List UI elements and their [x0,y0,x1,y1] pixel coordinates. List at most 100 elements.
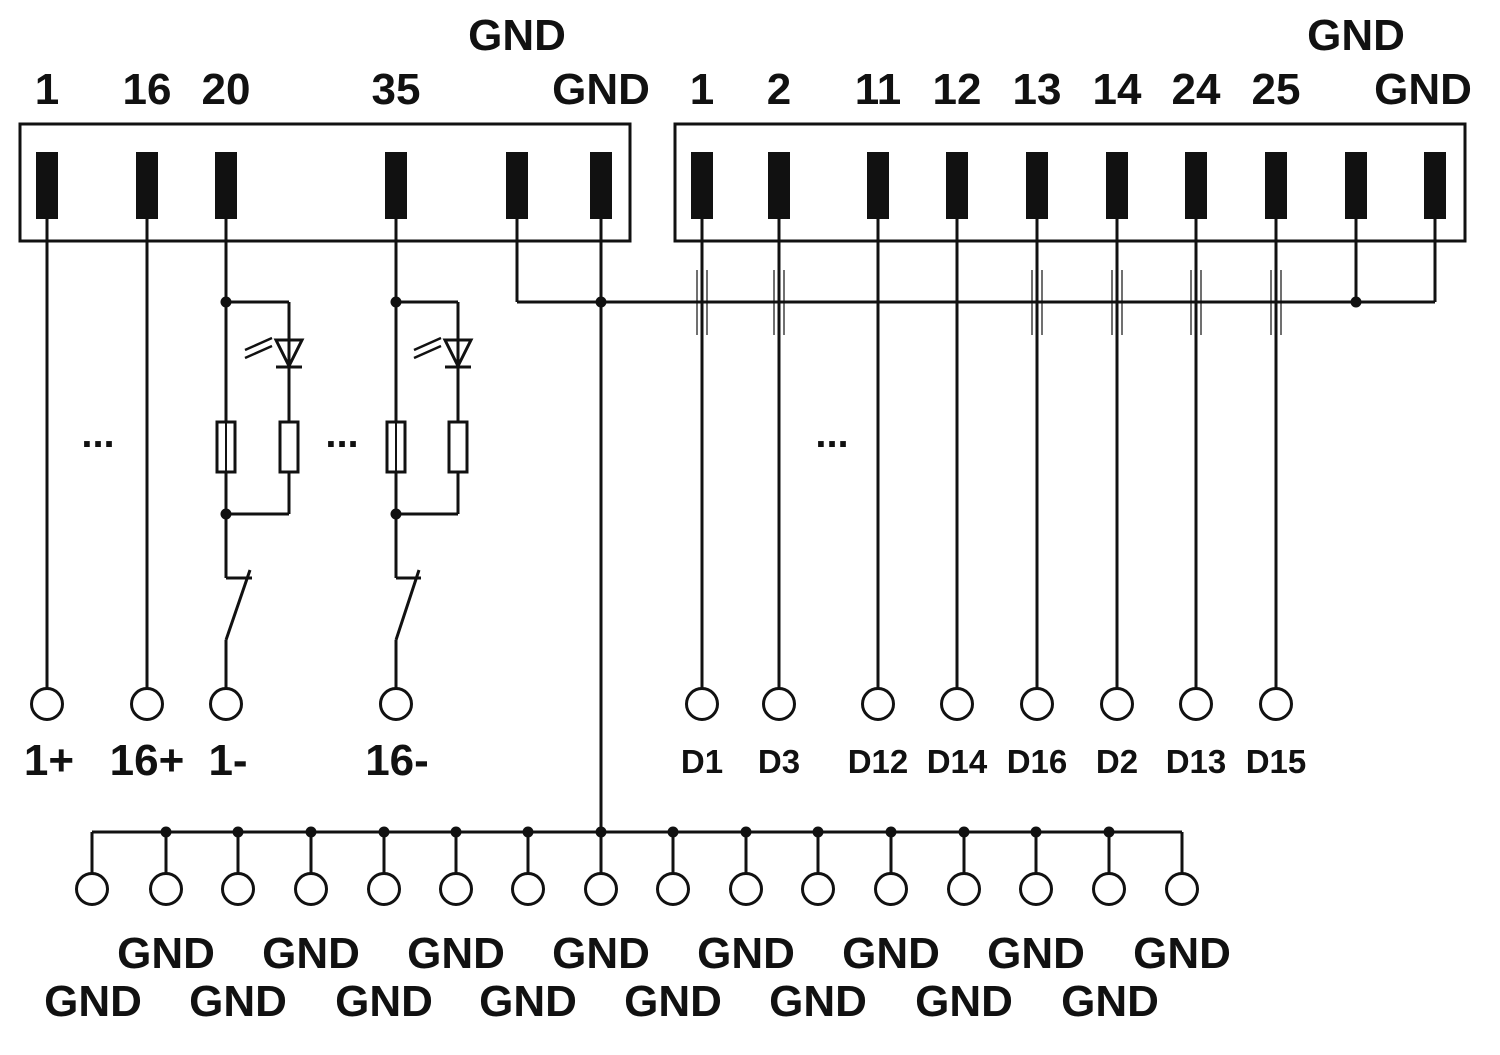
connector-pin [215,152,237,219]
gnd-terminal-label: GND [769,977,867,1026]
switch-contact [394,569,421,641]
gnd-terminal-circle [1019,872,1053,906]
gnd-terminal-label: GND [479,977,577,1026]
terminal-label: D2 [1096,743,1138,780]
gnd-terminal-circle [1092,872,1126,906]
junction-dot [595,296,607,308]
gnd-terminal-circle [584,872,618,906]
labels: GND GND 1 16 20 35 GND 1 2 11 12 13 14 2… [24,11,1472,1026]
gnd-terminal-label: GND [262,929,360,978]
terminal-circle [940,687,974,721]
gnd-terminal-label: GND [987,929,1085,978]
connector-pin [1106,152,1128,219]
gnd-terminal-label: GND [842,929,940,978]
junction-dot [220,296,232,308]
connector-pin [136,152,158,219]
gnd-terminal-label: GND [189,977,287,1026]
right-pin-label: 14 [1093,65,1142,114]
wiring [18,122,1467,834]
terminal-circle [1100,687,1134,721]
ellipsis: ... [815,412,848,456]
terminal-circle [861,687,895,721]
channel-20-circuit [215,218,305,688]
left-pin-label: 16 [123,65,172,114]
connector-pin [36,152,58,219]
connector-pin [946,152,968,219]
terminal-circle [1259,687,1293,721]
connector-pins [36,152,1446,219]
right-pin-label: 1 [690,65,714,114]
left-header-gnd: GND [468,11,566,60]
terminal-label: 16+ [110,736,185,785]
terminal-circle [30,687,64,721]
gnd-terminal-circle [947,872,981,906]
gnd-terminal-circle [656,872,690,906]
terminal-label: D3 [758,743,800,780]
ellipsis: ... [81,412,114,456]
gnd-terminal-label: GND [335,977,433,1026]
right-header-gnd: GND [1307,11,1405,60]
gnd-terminal-circle [874,872,908,906]
gnd-terminal-circle [511,872,545,906]
gnd-terminal-circle [149,872,183,906]
left-connector-housing [18,122,632,243]
right-pin-label: 25 [1252,65,1301,114]
connector-pin [1424,152,1446,219]
right-pin-label: 12 [933,65,982,114]
led-diode [442,338,474,370]
connector-pin [691,152,713,219]
left-pin-label: 35 [372,65,421,114]
left-pin-label: 20 [202,65,251,114]
junction-dot [390,508,402,520]
terminal-circle [1179,687,1213,721]
gnd-terminal-circle [801,872,835,906]
right-connector-housing [673,122,1467,243]
terminal-circle [209,687,243,721]
junction-dot [220,508,232,520]
terminals [30,687,1293,906]
connector-pin [1345,152,1367,219]
junction-dot [1350,296,1362,308]
right-pin-label: 2 [767,65,791,114]
gnd-terminal-circle [221,872,255,906]
gnd-terminal-label: GND [1061,977,1159,1026]
gnd-terminal-label: GND [44,977,142,1026]
connector-pin [1185,152,1207,219]
terminal-circle [762,687,796,721]
resistor [447,420,469,474]
left-pin-label: GND [552,65,650,114]
connector-pin [385,152,407,219]
junction-dot [390,296,402,308]
gnd-terminal-label: GND [697,929,795,978]
terminal-label: 16- [365,736,429,785]
terminal-circle [685,687,719,721]
connector-pin [590,152,612,219]
right-pin-label: GND [1374,65,1472,114]
gnd-terminal-label: GND [552,929,650,978]
terminal-circle [379,687,413,721]
ellipsis: ... [325,412,358,456]
gnd-terminal-circle [729,872,763,906]
gnd-terminal-circle [294,872,328,906]
left-pin-label: 1 [35,65,59,114]
gnd-terminal-label: GND [624,977,722,1026]
connector-pin [867,152,889,219]
connector-pin [506,152,528,219]
terminal-label: D1 [681,743,723,780]
connector-pin [1265,152,1287,219]
gnd-terminal-circle [75,872,109,906]
terminal-label: 1+ [24,736,74,785]
connector-pin [768,152,790,219]
channel-35-circuit [385,218,474,688]
resistor [278,420,300,474]
right-pin-label: 24 [1172,65,1221,114]
gnd-terminal-circle [1165,872,1199,906]
terminal-label: D16 [1007,743,1068,780]
terminal-label: D13 [1166,743,1227,780]
switch-contact [224,569,252,641]
terminal-circle [130,687,164,721]
gnd-terminal-label: GND [915,977,1013,1026]
terminal-label: 1- [208,736,247,785]
terminal-label: D15 [1246,743,1307,780]
